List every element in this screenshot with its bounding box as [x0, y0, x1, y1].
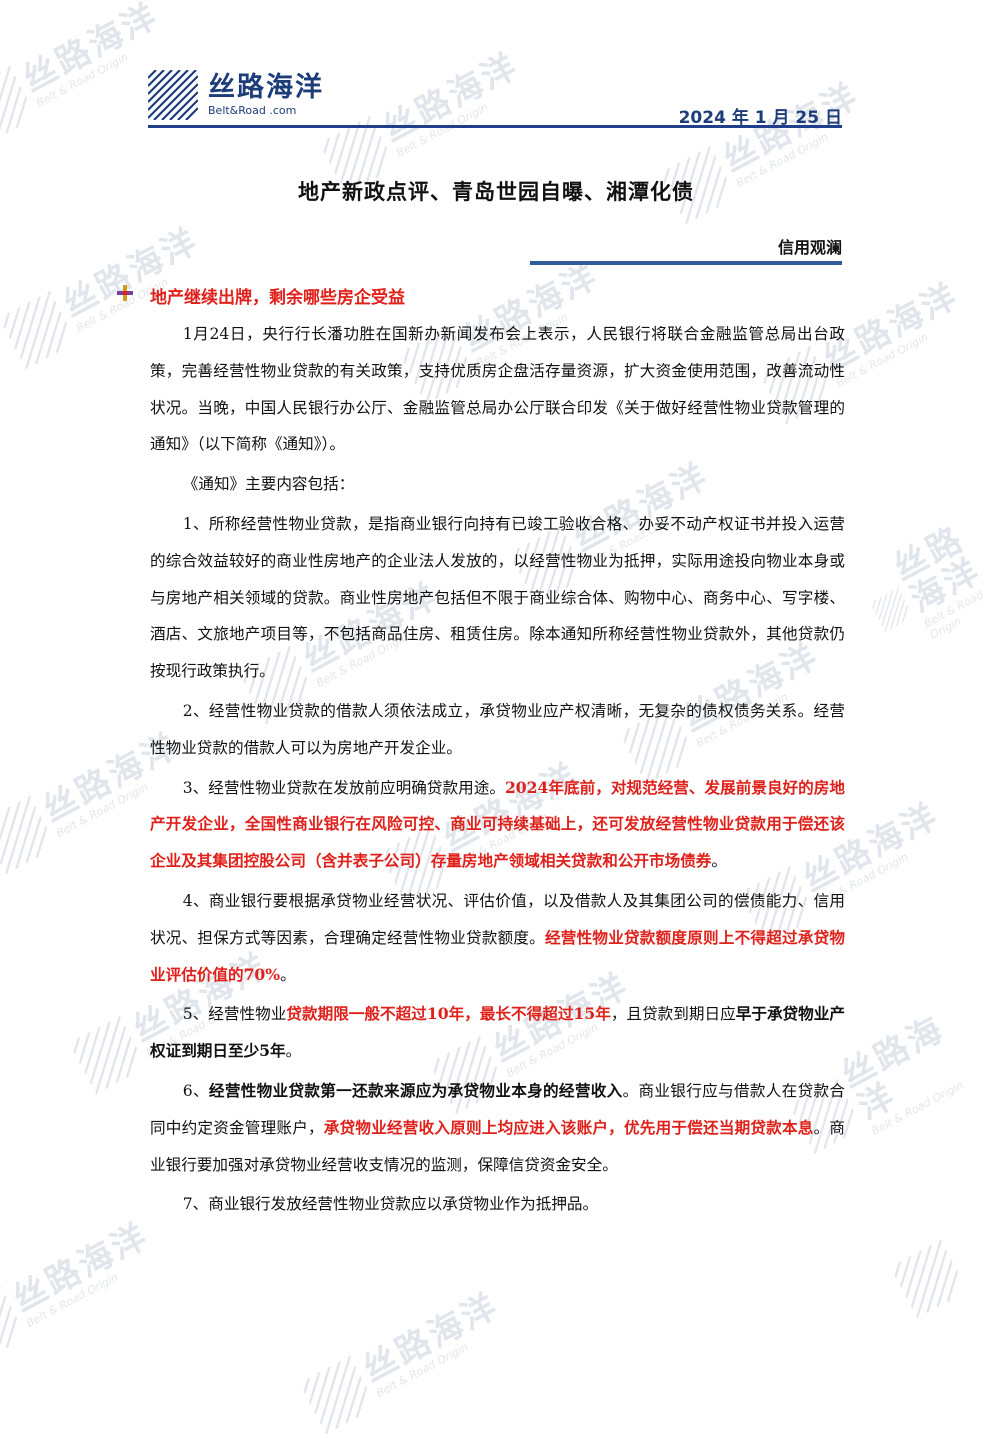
logo-name-cn: 丝路海洋 — [208, 71, 324, 103]
watermark-en: Belt & Road Origin — [869, 1078, 966, 1139]
logo-mark-icon — [148, 70, 198, 120]
text-run: 6、 — [182, 1081, 209, 1100]
watermark-logo-icon — [871, 587, 909, 632]
text-run: 。 — [711, 852, 727, 871]
bullet-plus-icon — [117, 285, 133, 301]
watermark-cn: 丝路海洋 — [356, 1285, 506, 1390]
text-run: 。 — [280, 965, 296, 984]
watermark-logo-icon — [0, 65, 28, 145]
text-run: 3、经营性物业贷款在发放前应明确贷款用途。 — [182, 778, 505, 797]
article-body: 1月24日，央行行长潘功胜在国新办新闻发布会上表示，人民银行将联合金融监管总局出… — [150, 316, 845, 1226]
watermark-logo-icon — [3, 290, 68, 370]
section-divider — [530, 261, 842, 265]
watermark-cn: 丝路海洋 — [887, 518, 988, 621]
watermark-en: Belt & Road Origin — [394, 100, 491, 161]
highlight-text: 经营性物业贷款额度原则上不得超过承贷物业评估价值的70% — [150, 927, 845, 984]
watermark-logo-icon — [894, 1239, 959, 1319]
watermark-logo-icon — [0, 1285, 18, 1365]
bold-text: 早于承贷物业产权证到期日至少5年 — [150, 1004, 845, 1061]
watermark-cn: 丝路海洋 — [16, 0, 166, 100]
watermark — [890, 1239, 968, 1319]
watermark-cn: 丝路海洋 — [6, 1215, 156, 1320]
watermark-en: Belt & Road Origin — [834, 330, 931, 391]
text-run: ，且贷款到期日应 — [610, 1005, 736, 1024]
section-heading: 地产继续出牌，剩余哪些房企受益 — [150, 288, 405, 308]
text-run: 5、经营性物业 — [182, 1005, 287, 1024]
text-run: 。 — [285, 1042, 302, 1061]
paragraph: 2、经营性物业贷款的借款人须依法成立，承贷物业应产权清晰，无复杂的债权债务关系。… — [150, 701, 845, 757]
paragraph: 1月24日，央行行长潘功胜在国新办新闻发布会上表示，人民银行将联合金融监管总局出… — [150, 325, 845, 454]
report-date: 2024 年 1 月 25 日 — [678, 108, 842, 128]
highlight-text: 承贷物业经营收入原则上均应进入该账户，优先用于偿还当期贷款本息 — [323, 1117, 814, 1137]
paragraph: 7、商业银行发放经营性物业贷款应以承贷物业作为抵押品。 — [182, 1195, 599, 1214]
bold-text: 经营性物业贷款第一还款来源应为承贷物业本身的经营收入 — [208, 1080, 623, 1100]
watermark-en: Belt & Road Origin — [374, 1340, 471, 1401]
brand-logo: 丝路海洋 Belt&Road .com — [148, 70, 324, 120]
watermark-cn: 丝路海洋 — [716, 75, 866, 180]
paragraph: 4、商业银行要根据承贷物业经营状况、评估价值，以及借款人及其集团公司的偿债能力、… — [150, 883, 845, 993]
paragraph: 1、所称经营性物业贷款，是指商业银行向持有已竣工验收合格、办妥不动产权证书并投入… — [150, 514, 845, 681]
paragraph: 5、经营性物业贷款期限一般不超过10年，最长不得超过15年，且贷款到期日应早于承… — [150, 996, 845, 1070]
watermark-cn: 丝路海洋 — [834, 1008, 952, 1128]
paragraph: 《通知》主要内容包括： — [182, 475, 355, 494]
page-title: 地产新政点评、青岛世园自曝、湘潭化债 — [298, 180, 694, 204]
watermark-logo-icon — [303, 1355, 368, 1434]
watermark-en: Belt & Road Origin — [921, 588, 986, 643]
watermark-en: Belt & Road Origin — [24, 1270, 121, 1331]
watermark-logo-icon — [0, 795, 48, 875]
watermark-cn: 丝路海洋 — [376, 45, 526, 150]
highlight-text: 2024年底前，对规范经营、发展前景良好的房地产开发企业，全国性商业银行在风险可… — [150, 777, 845, 871]
header-divider — [148, 125, 842, 128]
watermark-cn: 丝路海洋 — [56, 220, 206, 325]
text-run: 4、商业银行要根据承贷物业经营状况、评估价值，以及借款人及其集团公司的偿债能力、… — [150, 891, 845, 947]
highlight-text: 贷款期限一般不超过10年，最长不得超过15年 — [286, 1004, 611, 1024]
logo-name-en: Belt&Road .com — [208, 103, 297, 117]
watermark-logo-icon — [73, 1015, 138, 1095]
text-run: 。商业银行要加强对承贷物业经营收支情况的监测，保障信贷资金安全。 — [150, 1118, 845, 1174]
paragraph: 6、经营性物业贷款第一还款来源应为承贷物业本身的经营收入。商业银行应与借款人在贷… — [150, 1073, 845, 1183]
section-label: 信用观澜 — [777, 238, 842, 257]
text-run: 。商业银行应与借款人在贷款合同中约定资金管理账户， — [150, 1081, 845, 1137]
paragraph: 3、经营性物业贷款在发放前应明确贷款用途。2024年底前，对规范经营、发展前景良… — [150, 770, 845, 880]
